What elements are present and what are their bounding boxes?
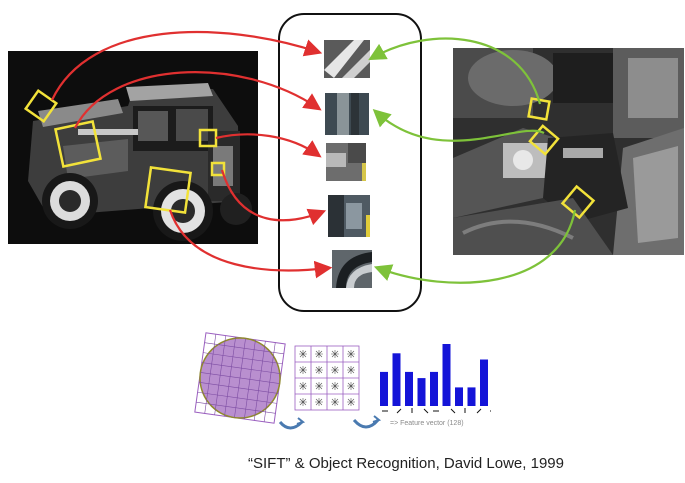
histogram-bar — [442, 344, 451, 406]
orientation-stars — [299, 350, 355, 406]
feature-patch-1 — [324, 40, 370, 78]
sift-descriptor-illustration — [194, 332, 491, 430]
orientation-histogram-grid — [294, 345, 360, 411]
histogram-bar — [467, 387, 476, 406]
histogram-bar — [455, 387, 463, 406]
feature-patch-4 — [328, 195, 370, 237]
histogram-bar — [430, 371, 438, 406]
toy-truck-photo-left — [8, 51, 258, 244]
feature-histogram — [380, 344, 488, 406]
cluttered-scene-photo-right — [453, 48, 684, 255]
cluttered-scene-illustration — [453, 48, 684, 255]
feature-patch-3 — [326, 143, 366, 181]
sift-descriptor-figure — [192, 332, 498, 440]
feature-patch-5 — [332, 250, 372, 288]
toy-truck-illustration — [8, 51, 258, 244]
histogram-bar — [392, 353, 401, 406]
histogram-bar — [405, 371, 413, 406]
step-arrows — [278, 415, 382, 430]
bin-direction-arrows — [382, 408, 491, 414]
slide-caption: “SIFT” & Object Recognition, David Lowe,… — [248, 455, 564, 472]
histogram-bar — [380, 371, 388, 406]
matched-patches-panel — [278, 13, 422, 312]
feature-vector-label: => Feature vector (128) — [390, 420, 464, 427]
feature-patch-2 — [325, 93, 369, 135]
histogram-bar — [480, 359, 488, 406]
gaussian-window-grid — [194, 332, 286, 424]
histogram-bar — [417, 378, 426, 406]
